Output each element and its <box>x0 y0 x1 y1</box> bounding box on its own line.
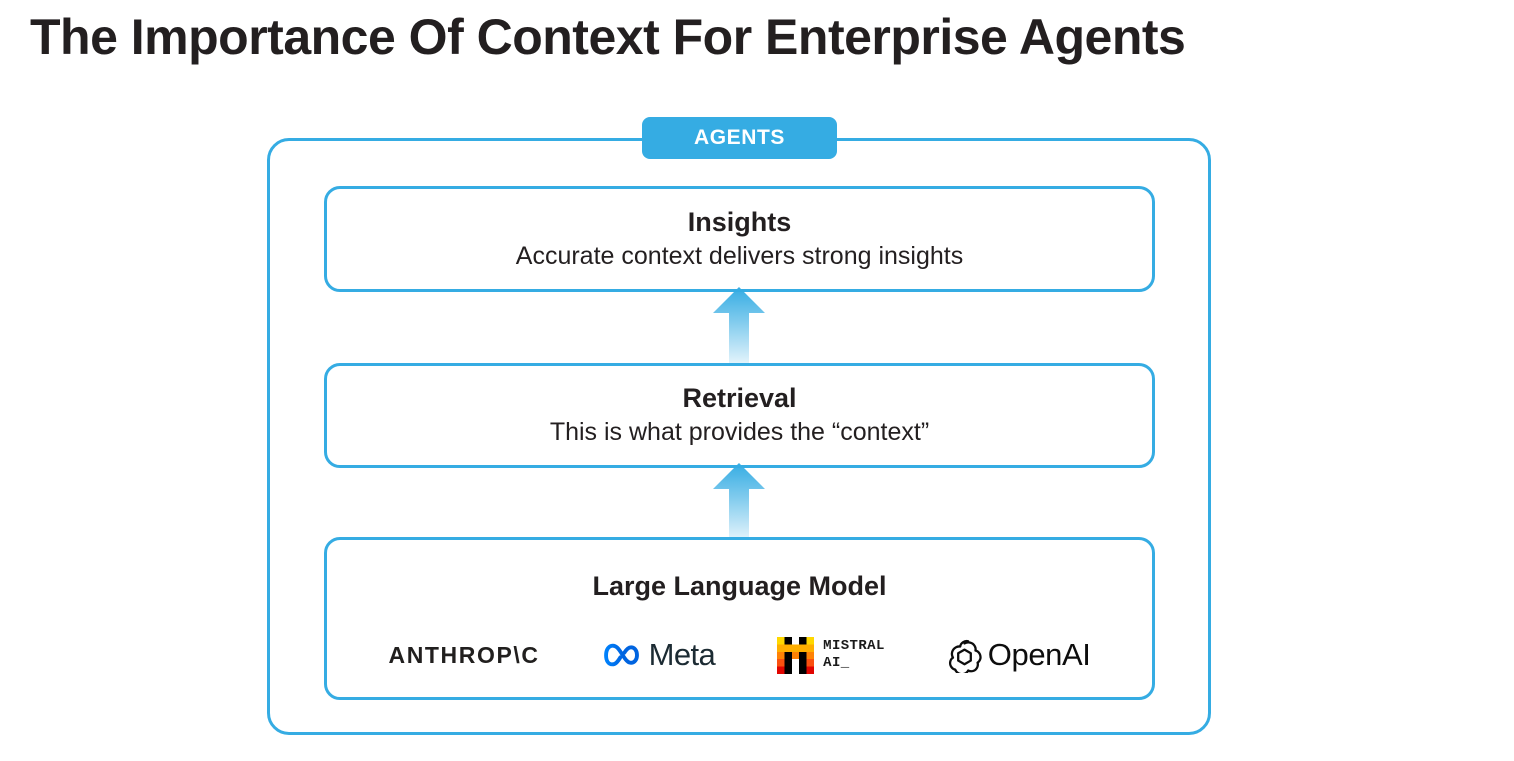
mistral-wordmark-line1: MISTRAL <box>823 637 885 654</box>
layer-subtitle-retrieval: This is what provides the “context” <box>549 418 930 447</box>
layer-title-llm: Large Language Model <box>592 571 887 601</box>
page-title: The Importance Of Context For Enterprise… <box>30 9 1186 65</box>
layer-card-retrieval: Retrieval This is what provides the “con… <box>324 363 1155 468</box>
vendor-logo-mistral: MISTRAL AI_ <box>777 633 885 677</box>
layer-subtitle-insights: Accurate context delivers strong insight… <box>515 241 964 270</box>
arrow-retrieval-to-insights-icon <box>713 287 765 365</box>
mistral-wordmark-line2: AI_ <box>823 655 850 671</box>
anthropic-wordmark: ANTHROP\C <box>388 641 540 668</box>
openai-blossom-icon <box>947 638 982 675</box>
mistral-wordmark: MISTRAL AI_ <box>823 638 885 673</box>
meta-infinity-icon <box>602 642 642 668</box>
layer-title-insights: Insights <box>687 206 792 237</box>
arrow-llm-to-retrieval-icon <box>713 463 765 541</box>
openai-wordmark: OpenAI <box>987 637 1091 672</box>
layer-title-retrieval: Retrieval <box>682 383 797 414</box>
llm-vendor-logo-row: ANTHROP\C <box>327 633 1152 677</box>
mistral-grid-icon <box>777 636 815 674</box>
layer-card-llm: Large Language Model ANTHROP\C <box>324 537 1155 700</box>
vendor-logo-meta: Meta <box>602 633 716 677</box>
vendor-logo-openai: OpenAI <box>947 633 1091 677</box>
layer-card-insights: Insights Accurate context delivers stron… <box>324 186 1155 292</box>
vendor-logo-anthropic: ANTHROP\C <box>388 633 539 677</box>
agents-badge: AGENTS <box>642 117 837 159</box>
llm-title-wrap: Large Language Model <box>327 570 1152 602</box>
meta-wordmark: Meta <box>648 637 716 672</box>
